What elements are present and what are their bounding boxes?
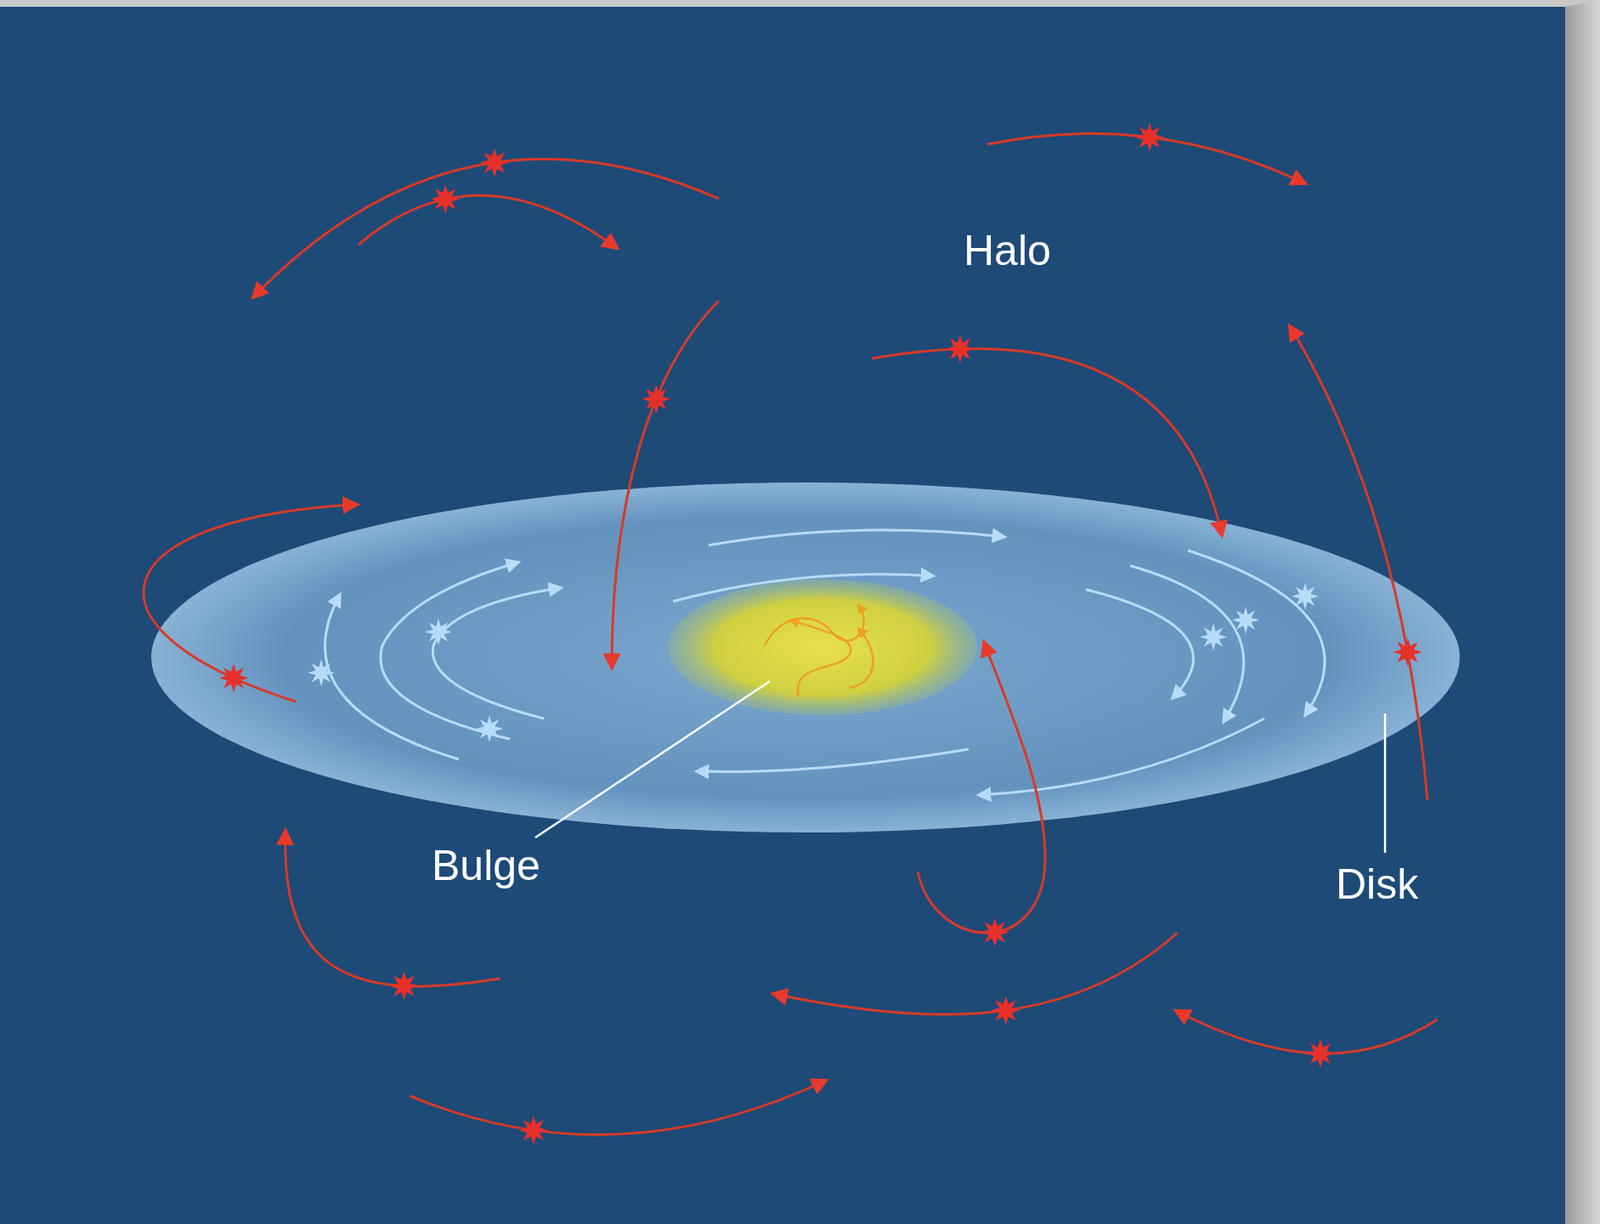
star bbox=[641, 384, 671, 414]
star bbox=[980, 918, 1010, 948]
region-label: Bulge bbox=[431, 844, 541, 888]
bulge-orbits bbox=[764, 604, 874, 697]
star bbox=[219, 663, 249, 693]
star bbox=[430, 184, 460, 214]
star bbox=[519, 1116, 549, 1146]
star bbox=[991, 996, 1021, 1026]
region-label: Disk bbox=[1335, 863, 1419, 906]
star bbox=[1199, 623, 1227, 651]
galactic-disk bbox=[151, 482, 1460, 833]
frame-bevel bbox=[1565, 0, 1600, 1224]
frame-edge bbox=[0, 0, 1600, 7]
star bbox=[1232, 606, 1260, 634]
leader-line bbox=[535, 681, 770, 838]
star bbox=[307, 659, 335, 687]
region-label: Halo bbox=[963, 229, 1052, 272]
star bbox=[945, 334, 975, 364]
star bbox=[1393, 638, 1423, 668]
star bbox=[424, 618, 453, 646]
galactic-bulge bbox=[667, 579, 978, 716]
star bbox=[1135, 123, 1165, 153]
star bbox=[480, 147, 509, 177]
star bbox=[1291, 582, 1319, 611]
star bbox=[475, 715, 504, 743]
halo-orbits bbox=[143, 133, 1438, 1136]
leader-line bbox=[1384, 713, 1387, 854]
star bbox=[1306, 1039, 1335, 1069]
disk-orbits bbox=[325, 530, 1326, 796]
star bbox=[389, 972, 419, 1001]
